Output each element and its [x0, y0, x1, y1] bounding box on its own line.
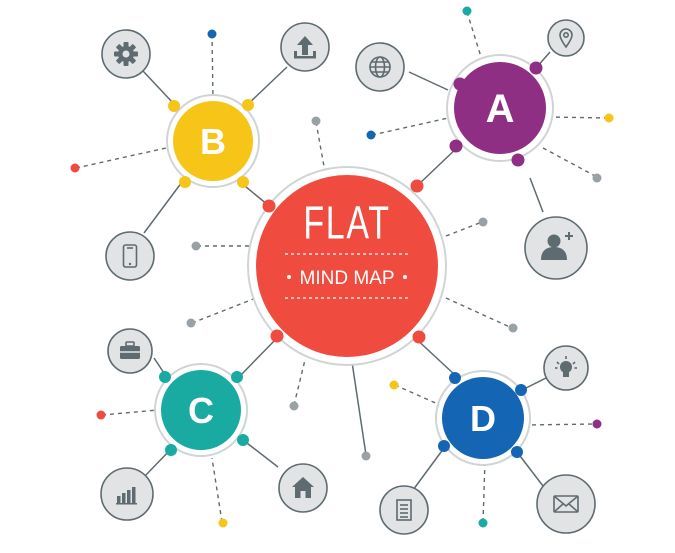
center-bullet-right: [403, 275, 407, 279]
hub-d-label: D: [470, 398, 496, 439]
connector-b-upload: [245, 66, 288, 107]
map-pin-icon: [559, 28, 573, 49]
hub-c-disc: [161, 370, 241, 450]
upload-arrow-icon: [294, 36, 316, 59]
dot-gray: [361, 451, 371, 461]
dot-yellow: [389, 380, 399, 390]
center-subtitle: MIND MAP: [300, 268, 395, 289]
dot-blue: [207, 29, 217, 39]
icon-node-a-globe: [355, 42, 405, 92]
dot-gray: [592, 173, 602, 183]
center-bullet-left: [287, 275, 291, 279]
icon-node-c-briefcase: [107, 328, 153, 374]
dash-a-lower-right: [542, 147, 598, 178]
dash-a-top: [466, 11, 483, 61]
hub-d: D: [435, 370, 531, 466]
center-node: FLAT MIND MAP: [247, 166, 447, 366]
icon-node-c-chart: [100, 467, 154, 521]
dot-gray: [508, 323, 518, 333]
icon-node-d-mail: [536, 474, 596, 534]
dot-teal: [478, 518, 488, 528]
dash-c-left: [101, 409, 159, 416]
connector-c-home: [242, 439, 279, 468]
globe-icon: [369, 56, 391, 78]
end-dots: [70, 6, 614, 528]
dash-d-bottom: [482, 459, 486, 523]
envelope-icon: [553, 495, 579, 513]
connector-a-user: [529, 177, 544, 213]
icon-node-a-user: [524, 216, 588, 280]
connector-d-document: [412, 447, 445, 491]
light-bulb-icon: [555, 356, 577, 377]
dot-red: [70, 163, 80, 173]
dot-teal: [462, 6, 472, 16]
connector-center-bottom: [351, 361, 367, 456]
dash-a-right: [547, 116, 609, 119]
dashed-lines: [75, 11, 609, 523]
dash-center-bottom-left: [293, 359, 306, 406]
document-icon: [396, 499, 412, 521]
dash-center-top: [315, 121, 326, 173]
dot-purple: [592, 419, 602, 429]
center-title: FLAT: [303, 196, 390, 248]
dash-center-left-low: [191, 297, 257, 324]
dash-d-right: [523, 423, 597, 426]
add-user-icon: [541, 232, 573, 260]
icon-node-b-upload: [280, 22, 330, 72]
smartphone-icon: [122, 244, 138, 268]
hub-c-label: C: [188, 390, 214, 431]
dash-d-left: [394, 384, 441, 406]
icon-node-d-document: [379, 485, 429, 535]
dot-gray: [186, 318, 196, 328]
hub-b-label: B: [200, 121, 226, 162]
connector-center-c: [237, 336, 279, 379]
dot-red: [96, 410, 106, 420]
dot-gray: [289, 401, 299, 411]
dot-blue: [366, 130, 376, 140]
connector-d-mail: [516, 451, 544, 487]
dash-b-left: [75, 147, 167, 169]
dash-center-right-low: [445, 297, 513, 329]
hub-a-disc: [454, 62, 546, 154]
dot-gray: [191, 241, 201, 251]
dot-yellow: [604, 113, 614, 123]
icon-nodes: [100, 19, 596, 535]
dash-center-right: [445, 221, 483, 237]
hub-a: A: [446, 54, 554, 167]
connector-b-phone: [143, 181, 183, 234]
hub-d-disc: [442, 377, 524, 459]
briefcase-icon: [120, 341, 140, 359]
bar-chart-icon: [116, 487, 137, 505]
dash-b-top: [211, 33, 214, 101]
hub-b-disc: [173, 101, 253, 181]
home-icon: [292, 477, 314, 498]
hub-c: C: [154, 363, 249, 457]
icon-node-a-pin: [547, 19, 585, 57]
dot-gray: [311, 116, 321, 126]
icon-node-d-bulb: [543, 345, 589, 391]
dot-gray: [478, 217, 488, 227]
icon-node-b-gear: [101, 29, 151, 79]
center-disc: [256, 175, 438, 357]
dash-c-bottom: [211, 457, 223, 523]
hub-b: B: [166, 94, 260, 188]
connector-b-gear: [142, 70, 175, 105]
connector-a-globe: [408, 71, 449, 91]
icon-node-c-home: [278, 463, 328, 513]
icon-node-b-phone: [105, 231, 155, 281]
hub-a-label: A: [486, 87, 515, 131]
gear-icon: [114, 42, 138, 66]
dot-yellow: [218, 518, 228, 528]
dash-a-left: [371, 117, 449, 136]
